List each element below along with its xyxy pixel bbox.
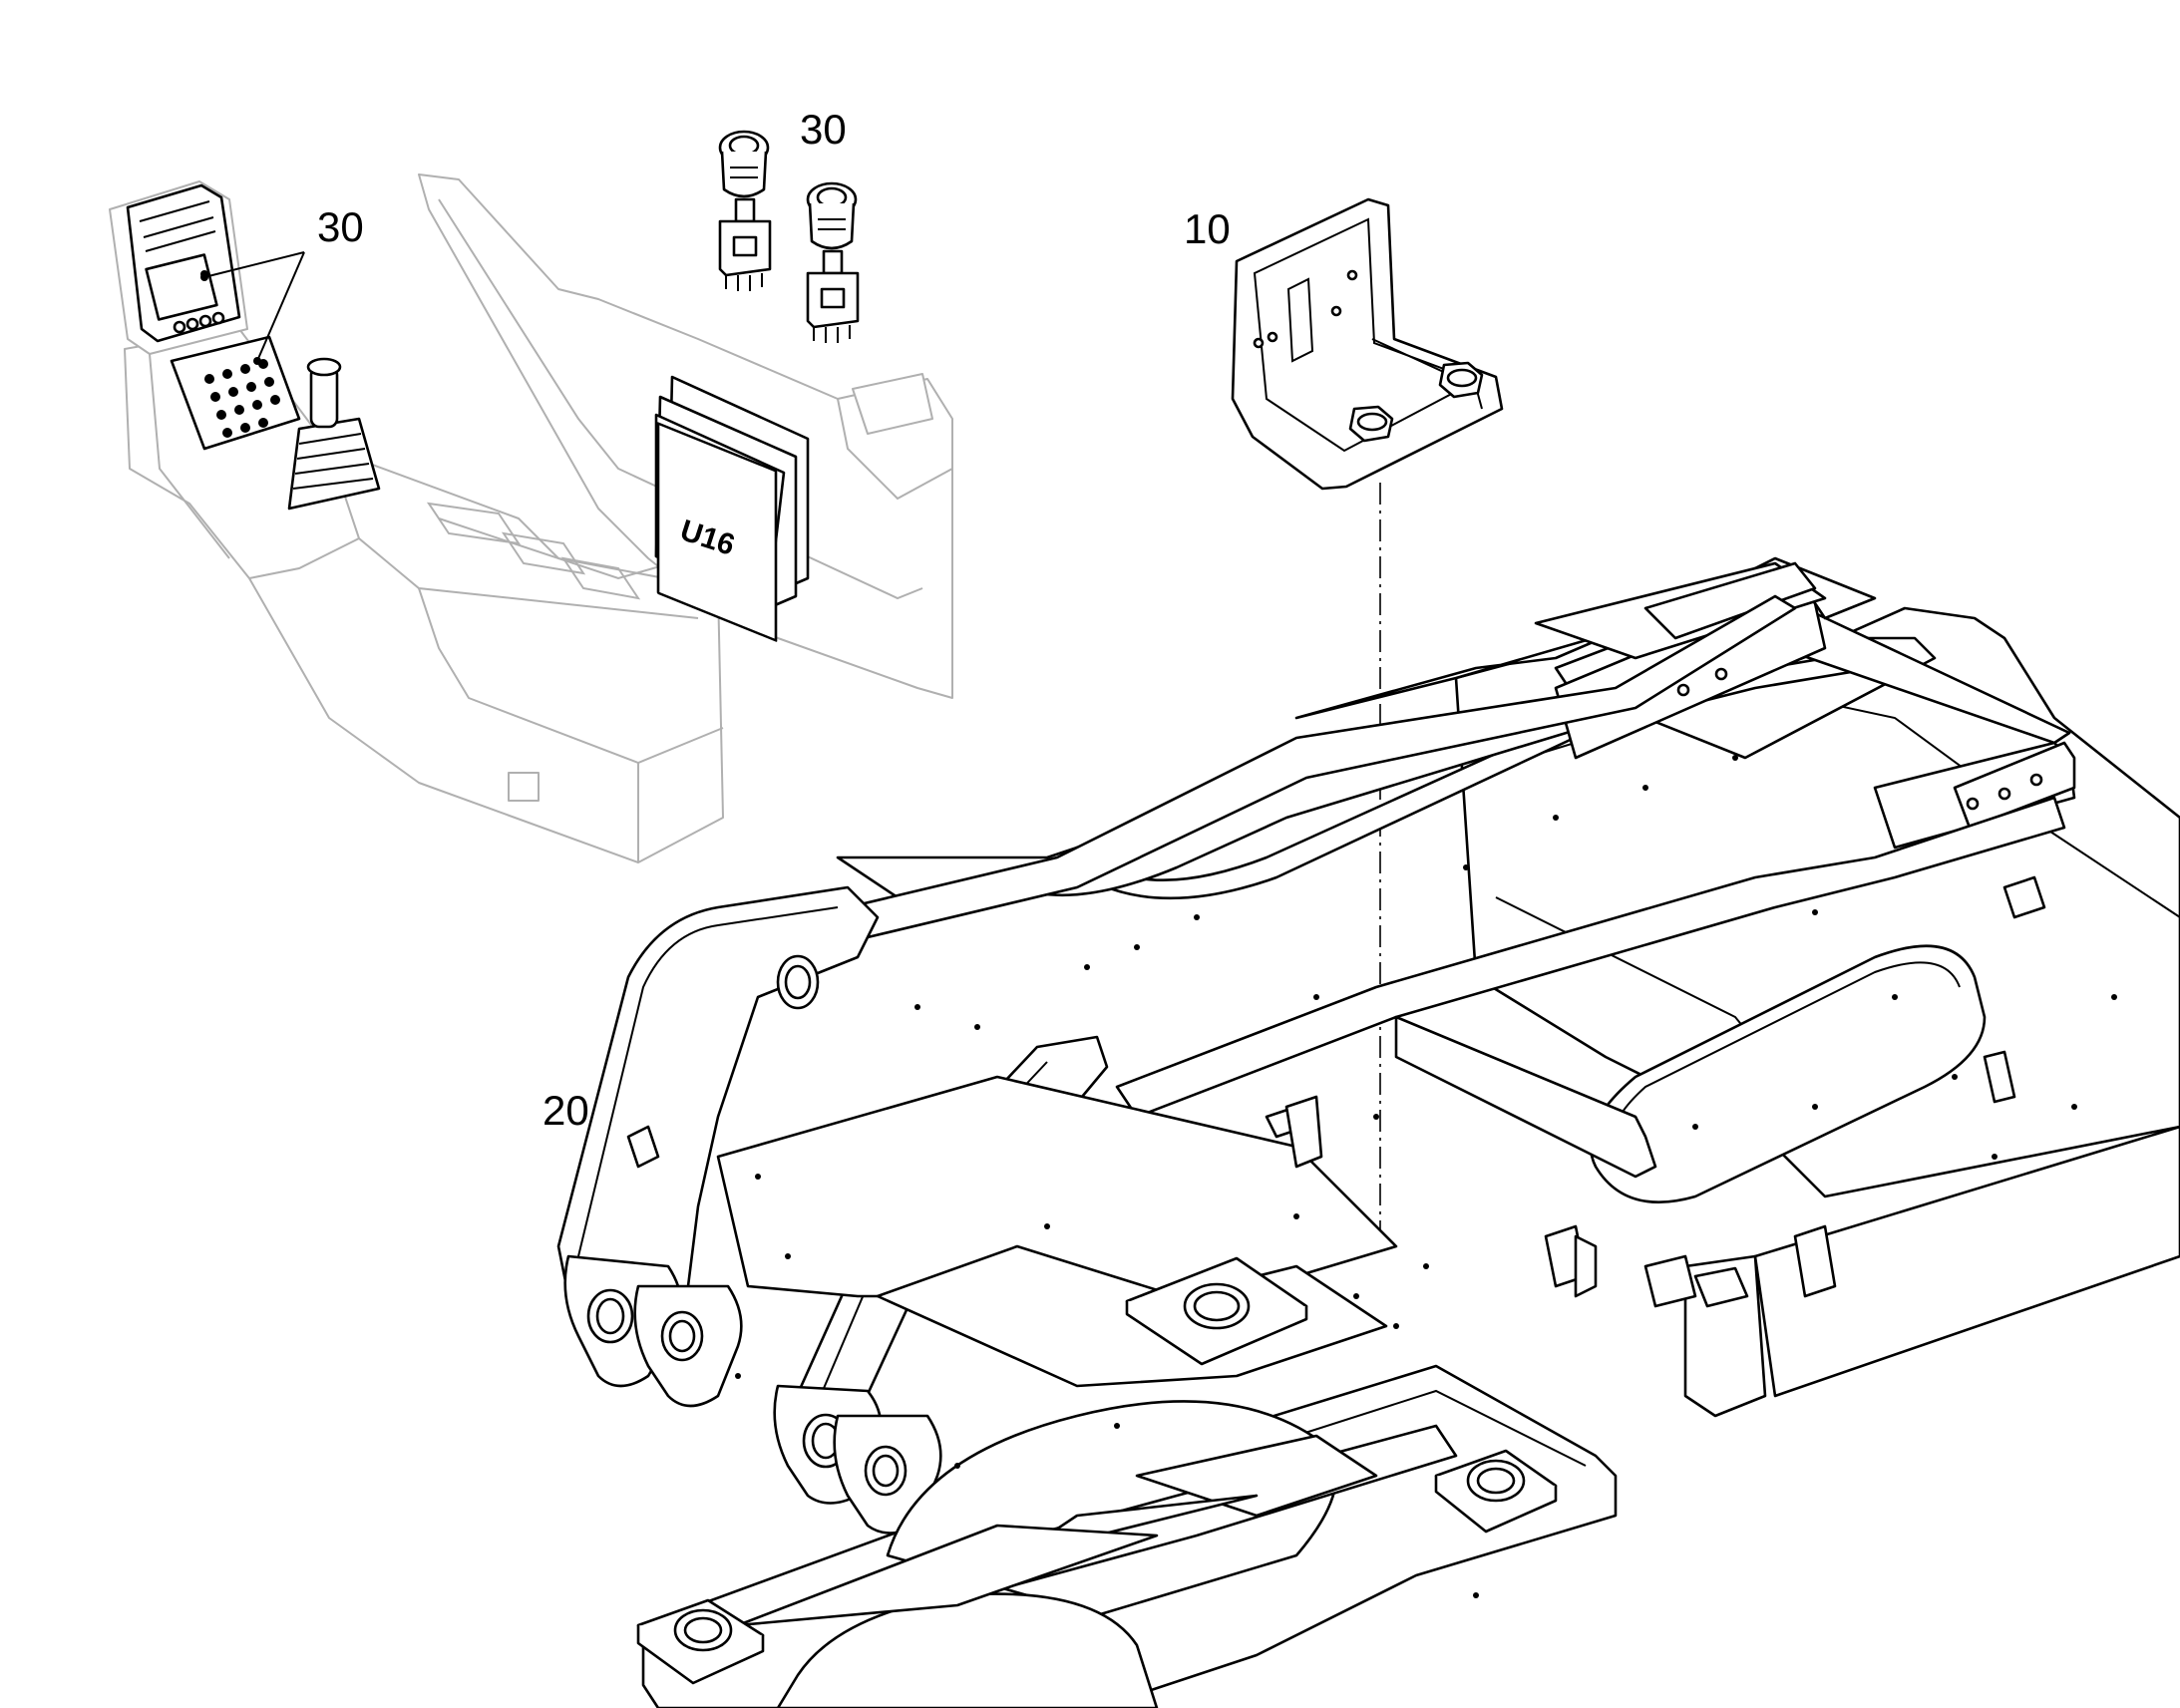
frame-right-end	[1574, 875, 2046, 1308]
turntable-plate-2	[1434, 1449, 1558, 1534]
callout-frame: 20	[543, 1087, 589, 1134]
callout-bracket: 10	[1184, 205, 1231, 252]
lower-chassis	[641, 1364, 1618, 1708]
bracket-bolt-1	[1348, 405, 1394, 443]
frame-upper-arm	[1294, 556, 1877, 720]
bracket-bolt-2	[1438, 361, 1484, 399]
switch-keypad	[170, 335, 301, 451]
console-callout-leaders	[200, 251, 305, 365]
control-unit-u16: U16	[654, 375, 810, 642]
rotary-switch-2	[806, 181, 860, 343]
monitor-buttons	[173, 311, 225, 334]
rotary-switch-1	[718, 130, 772, 291]
mounting-bracket	[1231, 197, 1504, 491]
monitor-display	[126, 183, 241, 343]
joystick	[287, 357, 381, 511]
turntable-plate-1	[1125, 1256, 1308, 1366]
frame-fasteners	[735, 755, 2117, 1598]
callout-console: 30	[317, 203, 364, 250]
frame-main-rails	[846, 594, 2066, 1179]
callout-switches: 30	[800, 106, 847, 153]
turntable-plate-3	[636, 1598, 765, 1685]
